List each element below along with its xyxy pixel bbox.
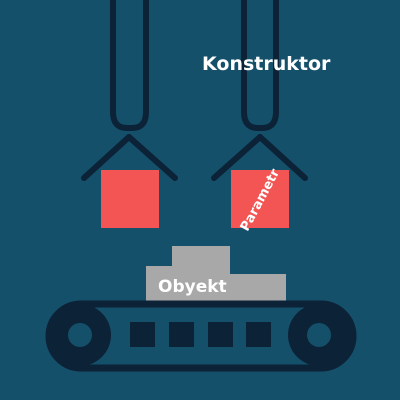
right-arm-claw-left — [211, 134, 263, 181]
title-label: Konstruktor — [202, 53, 331, 75]
right-block-shape — [231, 170, 289, 228]
left-arm-icon — [81, 0, 178, 181]
left-arm-tube — [110, 0, 149, 131]
object-main-piece — [146, 266, 230, 302]
right-arm-tube — [241, 0, 279, 131]
object-label: Obyekt — [158, 277, 227, 297]
conveyor-left-roller-hub — [68, 323, 92, 347]
object-side-piece — [228, 274, 286, 302]
conveyor-slot-4 — [246, 322, 271, 347]
conveyor-slot-3 — [208, 322, 233, 347]
conveyor-slot-2 — [169, 322, 194, 347]
right-arm-icon — [211, 0, 308, 181]
right-block: Parametr — [231, 166, 289, 234]
conveyor-slot-1 — [130, 322, 155, 347]
left-arm-claw-right — [126, 134, 178, 181]
left-block — [101, 170, 159, 228]
conveyor-right-roller-hub — [307, 323, 331, 347]
right-arm-claw-right — [257, 134, 308, 181]
conveyor-belt-icon — [45, 300, 357, 372]
left-arm-claw-left — [81, 134, 132, 181]
object-top-piece — [172, 246, 230, 268]
conveyor-belt-outline — [45, 300, 357, 372]
object-stack: Obyekt — [146, 246, 286, 302]
